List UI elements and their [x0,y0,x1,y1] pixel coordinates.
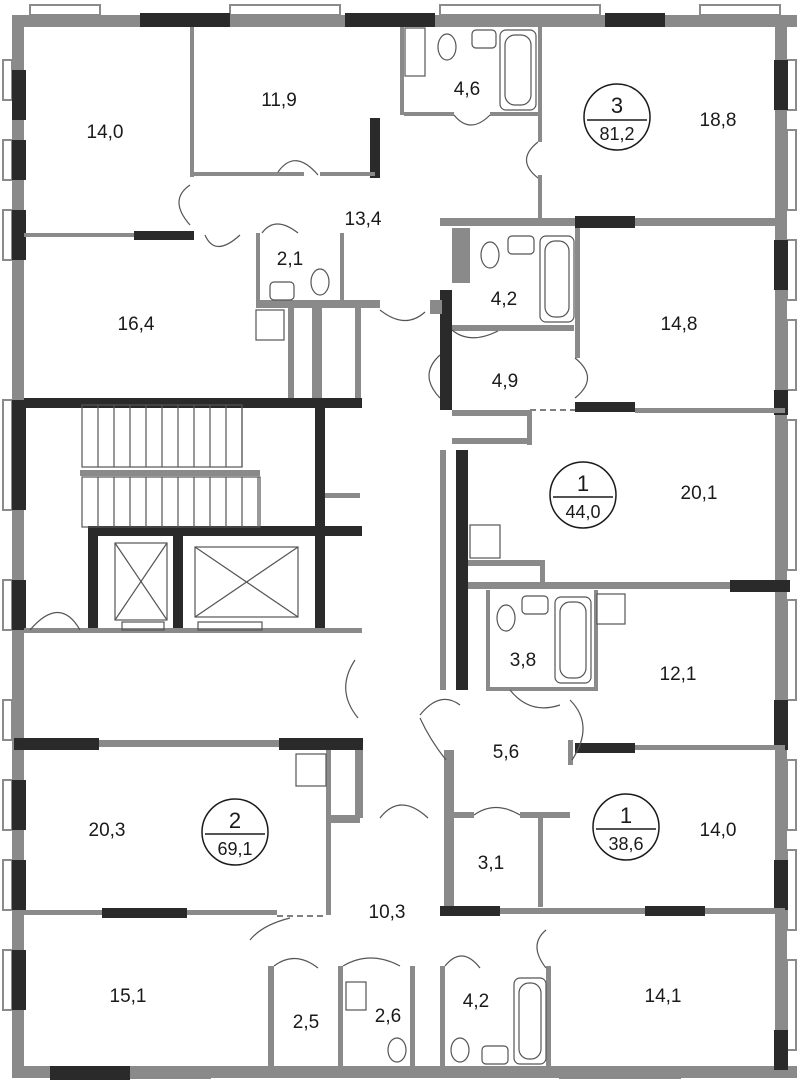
exterior-walls [2,4,797,1080]
apartment-rooms: 2 [229,808,241,833]
room-area: 4,9 [492,371,518,392]
room-area: 2,6 [375,1006,401,1027]
room-area: 4,6 [454,79,480,100]
interior-walls [14,27,790,1066]
room-area: 14,8 [661,314,698,335]
room-area: 11,9 [261,90,297,111]
room-area: 3,1 [478,853,504,874]
room-area: 2,1 [277,249,303,270]
room-area: 4,2 [463,991,489,1012]
apartment-area: 38,6 [608,834,643,854]
apartment-area: 69,1 [217,839,252,859]
room-area: 4,2 [491,289,517,310]
room-area: 18,8 [700,110,737,131]
door-swings [29,114,589,969]
room-area: 10,3 [369,902,406,923]
apartment-area: 44,0 [565,502,600,522]
room-area: 2,5 [293,1012,319,1033]
room-area: 13,4 [345,209,382,230]
plumbing-fixtures [255,29,626,1065]
room-area: 20,3 [89,820,126,841]
room-area: 20,1 [681,483,718,504]
room-area: 3,8 [510,650,536,671]
stair-flight-lower [81,476,261,528]
room-area: 14,1 [645,986,682,1007]
apartment-badge: 2 69,1 [201,798,269,866]
room-area: 12,1 [660,664,697,685]
apartment-badge: 3 81,2 [583,83,651,151]
room-area: 16,4 [118,314,155,335]
apartment-badge: 1 38,6 [592,793,660,861]
room-area: 15,1 [110,986,147,1007]
apartment-badge: 1 44,0 [549,461,617,529]
apartment-rooms: 3 [611,93,623,118]
apartment-area: 81,2 [599,124,634,144]
room-area: 14,0 [700,820,737,841]
room-area: 14,0 [87,122,124,143]
apartment-rooms: 1 [577,471,589,496]
apartment-rooms: 1 [620,803,632,828]
room-area: 5,6 [493,742,519,763]
room-labels: 14,0 11,9 4,6 18,8 13,4 2,1 16,4 4,2 14,… [87,79,737,1033]
